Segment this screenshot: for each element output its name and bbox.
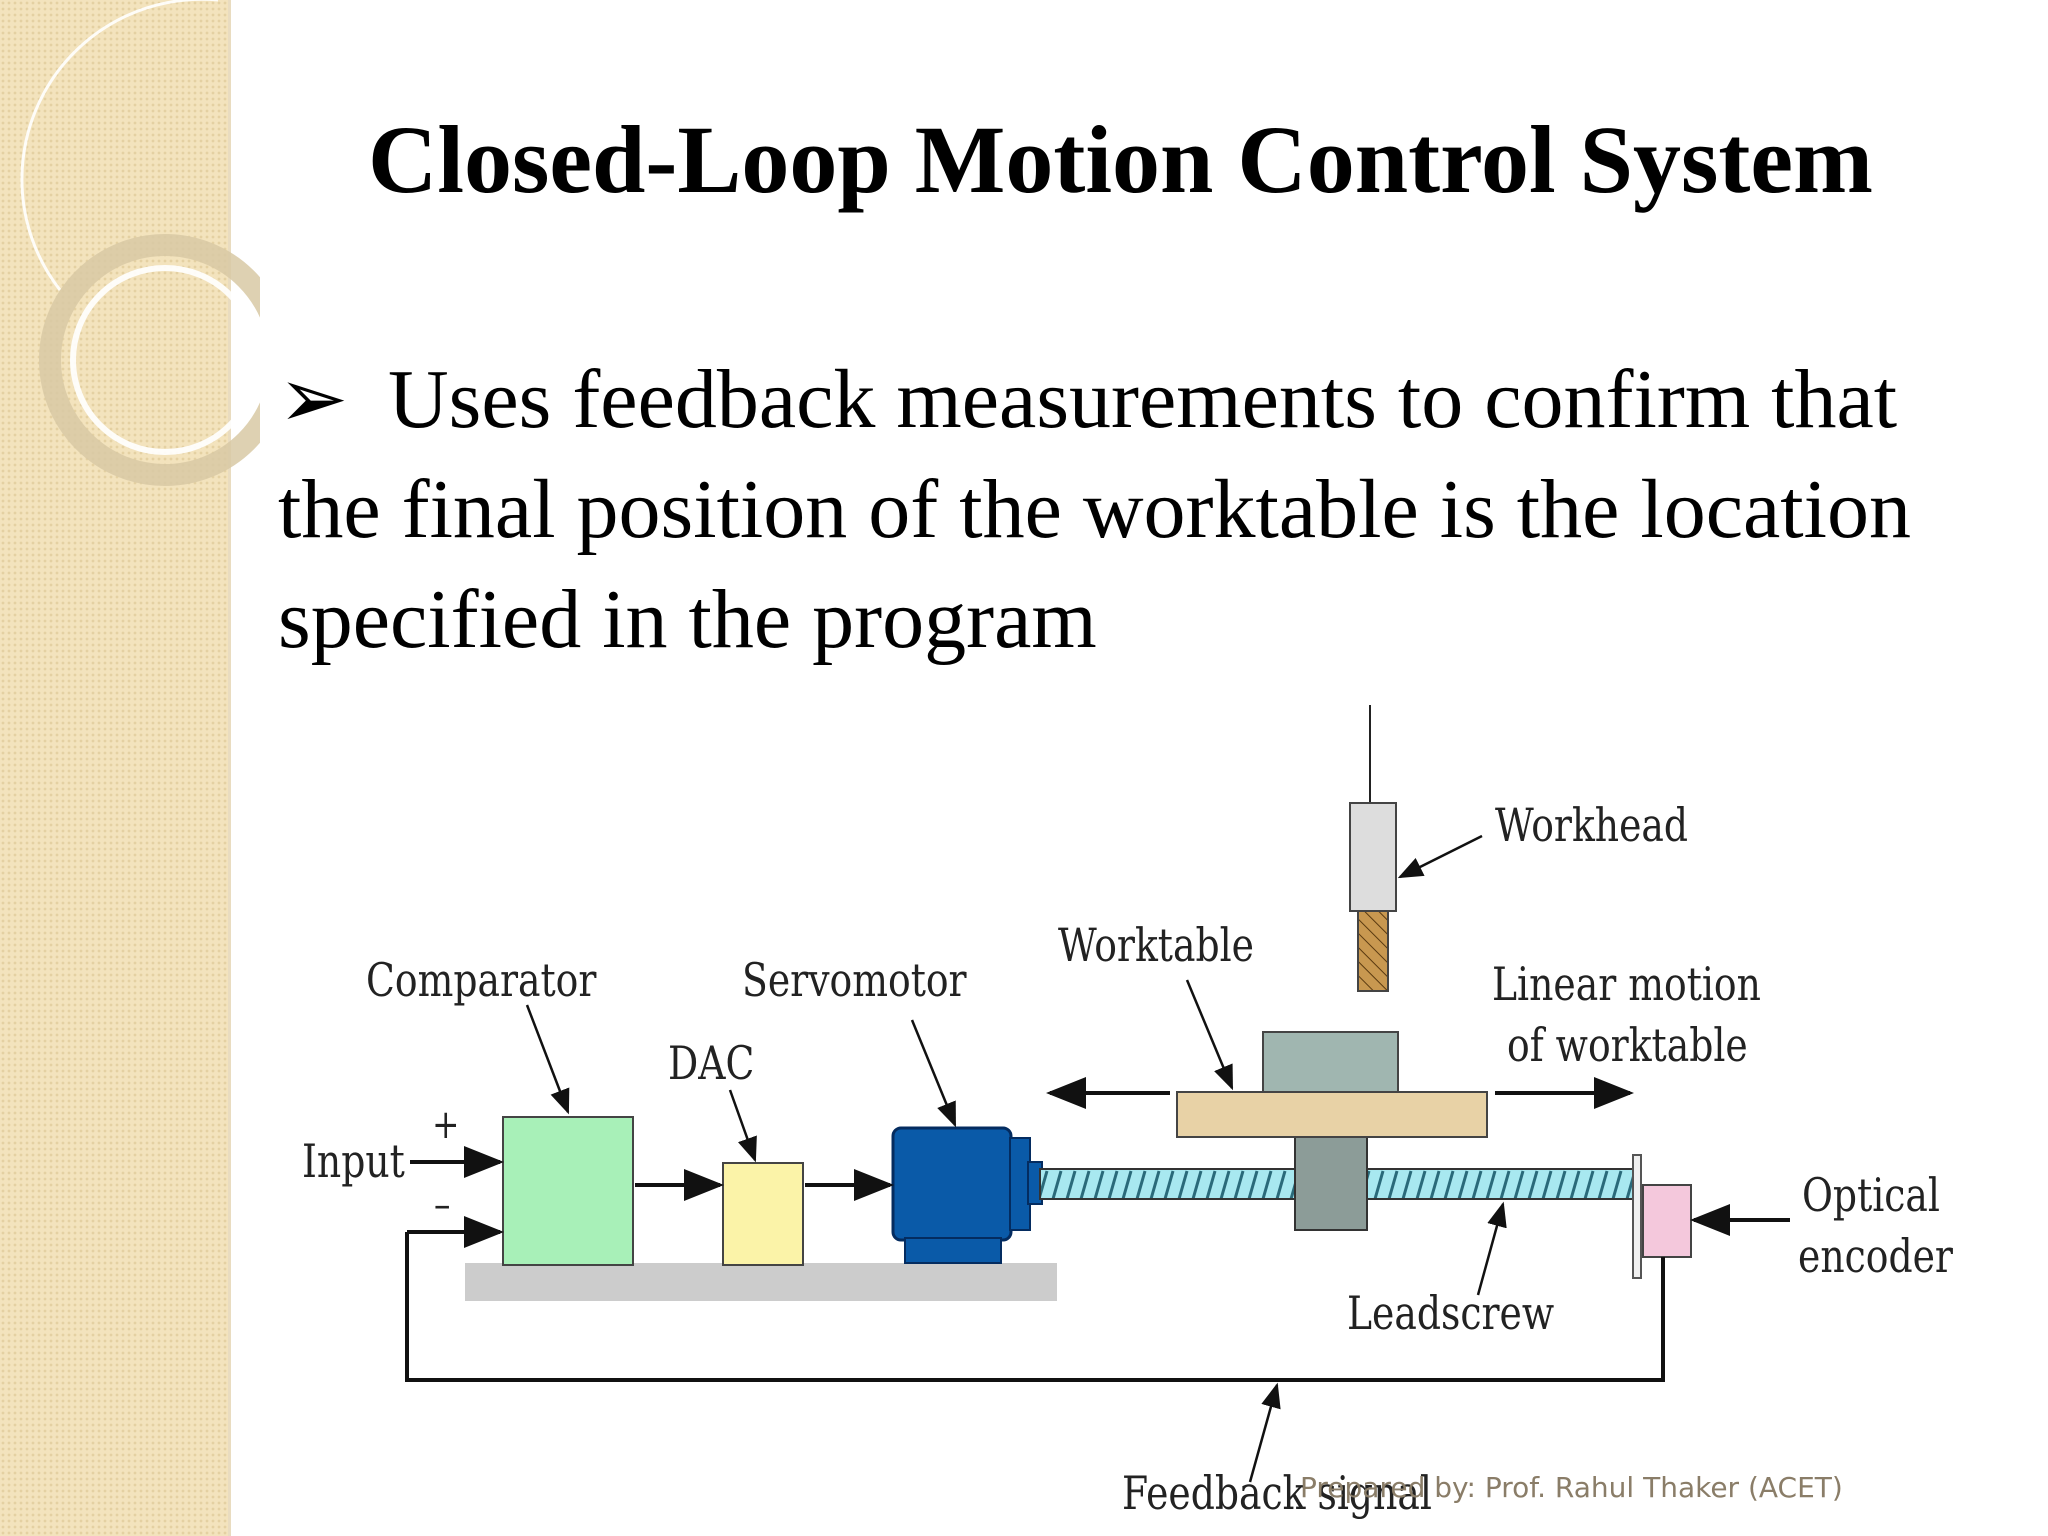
base-plate xyxy=(465,1263,1057,1301)
worktable-plate xyxy=(1176,1091,1488,1138)
leadscrew-nut xyxy=(1294,1136,1368,1231)
worktable-label: Worktable xyxy=(1058,918,1254,972)
leadscrew-label: Leadscrew xyxy=(1347,1286,1555,1340)
comparator-leader xyxy=(525,1004,570,1115)
sidebar-divider xyxy=(228,0,231,1536)
comparator-block xyxy=(502,1116,634,1266)
encoder-disk xyxy=(1632,1154,1642,1279)
optical-encoder-label-line1: Optical xyxy=(1802,1168,1940,1222)
workhead-body xyxy=(1349,802,1397,912)
author-credit: Prepared by: Prof. Rahul Thaker (ACET) xyxy=(1300,1471,1843,1504)
comparator-label: Comparator xyxy=(366,953,597,1007)
bullet-arrow-icon: ➢ xyxy=(278,353,349,446)
servomotor-leader xyxy=(910,1019,957,1128)
bullet-paragraph: ➢Uses feedback measurements to confirm t… xyxy=(278,345,1978,675)
decorative-ring-outer xyxy=(39,234,260,486)
optical-encoder-box xyxy=(1642,1184,1692,1258)
decorative-ring-inner xyxy=(70,265,260,455)
bullet-text: Uses feedback measurements to confirm th… xyxy=(278,353,1911,666)
dac-block xyxy=(722,1162,804,1266)
slide-title: Closed-Loop Motion Control System xyxy=(368,106,1873,213)
optical-encoder-label-line2: encoder xyxy=(1798,1229,1953,1283)
linear-motion-label-line1: Linear motion xyxy=(1492,957,1761,1011)
cutting-tool xyxy=(1357,910,1389,992)
leadscrew-leader xyxy=(1476,1201,1507,1296)
servomotor-label: Servomotor xyxy=(742,953,967,1007)
input-label: Input xyxy=(302,1134,405,1188)
feedback-leader xyxy=(1248,1382,1281,1483)
dac-label: DAC xyxy=(668,1036,755,1090)
dac-leader xyxy=(728,1089,757,1163)
plus-sign: + xyxy=(432,1102,460,1148)
servomotor-body xyxy=(891,1126,1043,1264)
workpiece-block xyxy=(1262,1031,1399,1093)
worktable-leader xyxy=(1185,979,1234,1091)
feedback-signal-label: Feedback signal xyxy=(1122,1466,1432,1520)
minus-sign: – xyxy=(434,1182,451,1228)
feedback-loop-line xyxy=(405,1232,1665,1382)
decorative-rings xyxy=(20,0,260,486)
linear-motion-label-line2: of worktable xyxy=(1507,1018,1748,1072)
workhead-label: Workhead xyxy=(1495,798,1689,852)
workhead-leader xyxy=(1397,834,1483,879)
decorative-arc xyxy=(20,0,218,291)
